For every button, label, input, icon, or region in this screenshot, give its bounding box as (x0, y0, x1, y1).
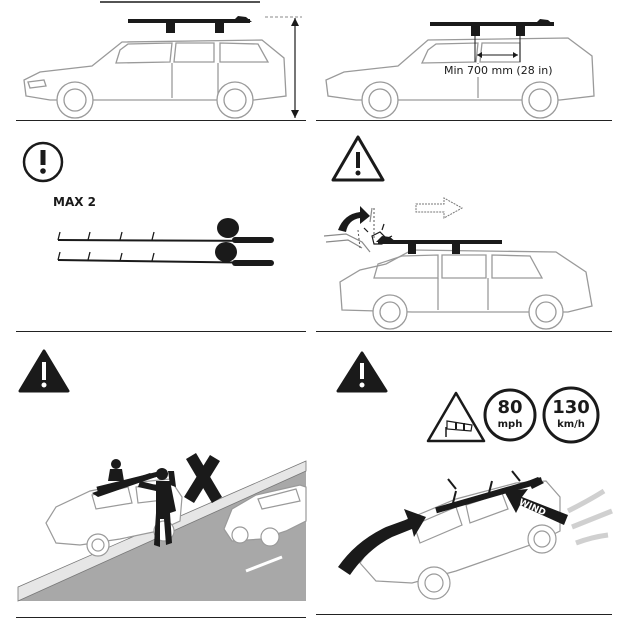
car-height-illustration (0, 0, 316, 120)
direction-arrow-icon (416, 198, 462, 218)
road-loading-illustration (0, 331, 316, 619)
min-distance-label: Min 700 mm (28 in) (442, 64, 555, 77)
warning-triangle-icon (20, 351, 68, 391)
car-distance-illustration (316, 0, 631, 120)
panel-speed-wind: 80 mph 130 km/h WIND (316, 331, 631, 619)
warning-triangle-icon (333, 137, 383, 180)
panel-max-boards: MAX 2 (0, 120, 316, 331)
hatch-illustration (316, 120, 631, 331)
speed-mph-unit: mph (497, 419, 523, 430)
crosswind-sign-icon (428, 393, 484, 441)
attention-icon (24, 143, 62, 181)
panel-road-side-warning (0, 331, 316, 619)
prohibited-x-icon (184, 453, 222, 503)
speed-kmh-value: 130 (551, 397, 591, 418)
panel-roof-height (0, 0, 316, 120)
wind-illustration (316, 331, 631, 619)
speed-kmh-unit: km/h (551, 419, 591, 430)
max-boards-label: MAX 2 (53, 195, 96, 209)
panel-min-distance: Min 700 mm (28 in) (316, 0, 631, 120)
boards-illustration (0, 120, 316, 331)
speed-mph-value: 80 (497, 397, 523, 418)
warning-triangle-icon (338, 353, 386, 391)
panel-hatch-clearance (316, 120, 631, 331)
